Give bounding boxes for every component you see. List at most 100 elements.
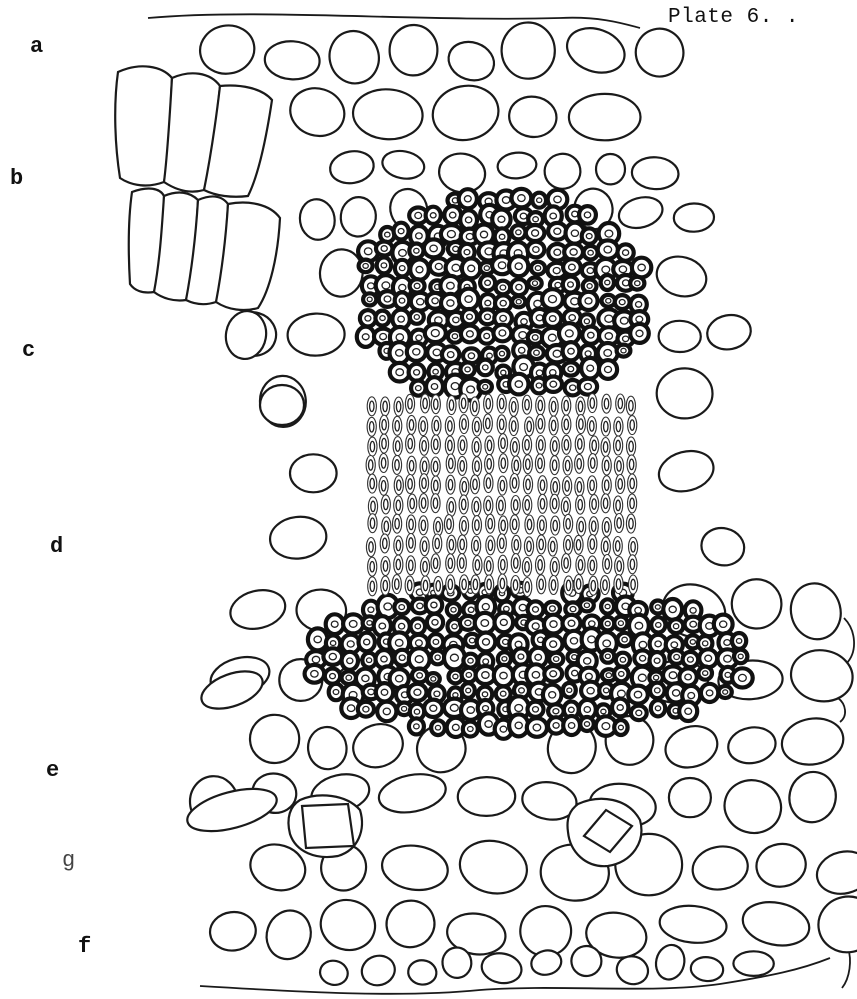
parenchyma-cell [433, 639, 439, 644]
label-d: d [50, 534, 63, 559]
parenchyma-cell [553, 350, 561, 357]
parenchyma-cell [468, 727, 474, 732]
parenchyma-cell [638, 674, 646, 681]
parenchyma-cell [330, 641, 335, 646]
parenchyma-cell [724, 640, 731, 646]
parenchyma-cell [464, 250, 470, 255]
parenchyma-cell [778, 713, 847, 769]
parenchyma-cell [618, 621, 623, 626]
parenchyma-cell [602, 723, 610, 730]
parenchyma-cell [339, 195, 378, 238]
parenchyma-cell [482, 672, 489, 679]
parenchyma-cell [226, 585, 289, 635]
parenchyma-cell [487, 353, 493, 358]
parenchyma-cell [433, 349, 440, 356]
parenchyma-cell [618, 479, 622, 489]
parenchyma-cell [519, 604, 526, 610]
parenchyma-cell [540, 520, 544, 530]
parenchyma-cell [553, 562, 557, 572]
parenchyma-cell [500, 619, 507, 625]
label-a: a [30, 34, 43, 59]
parenchyma-cell [414, 283, 420, 288]
parenchyma-cell [619, 672, 624, 677]
parenchyma-cell [631, 542, 635, 552]
parenchyma-cell [399, 605, 405, 610]
parenchyma-cell [449, 458, 453, 468]
parenchyma-cell [533, 707, 539, 712]
parenchyma-cell [409, 560, 413, 570]
parenchyma-cell [468, 353, 474, 359]
parenchyma-cell [603, 498, 607, 508]
parenchyma-cell [435, 538, 439, 548]
parenchyma-cell [605, 230, 613, 237]
parenchyma-cell [465, 367, 470, 372]
parenchyma-cell [380, 316, 385, 321]
parenchyma-cell [527, 519, 531, 529]
parenchyma-cell [554, 196, 561, 203]
parenchyma-cell [516, 230, 521, 235]
parenchyma-cell [520, 213, 527, 219]
parenchyma-cell [605, 480, 609, 490]
parenchyma-cell [414, 724, 420, 729]
parenchyma-cell [738, 654, 743, 659]
parenchyma-cell [462, 419, 466, 429]
label-b: b [10, 166, 23, 191]
parenchyma-cell [414, 370, 420, 375]
parenchyma-cell [584, 603, 589, 608]
parenchyma-cell [540, 499, 544, 509]
parenchyma-cell [473, 401, 477, 411]
parenchyma-cell [526, 479, 530, 489]
parenchyma-cell [564, 400, 568, 410]
parenchyma-cell [658, 321, 701, 353]
parenchyma-cell [629, 441, 633, 451]
parenchyma-cell [383, 538, 387, 548]
parenchyma-cell [578, 560, 582, 570]
parenchyma-cell [519, 332, 527, 339]
parenchyma-cell [569, 94, 641, 141]
parenchyma-cell [474, 501, 478, 511]
parenchyma-cell [630, 498, 634, 508]
parenchyma-cell [635, 281, 640, 286]
parenchyma-cell [532, 335, 538, 340]
parenchyma-cell [407, 959, 438, 986]
parenchyma-cell [674, 655, 680, 660]
parenchyma-cell [380, 148, 426, 182]
parenchyma-cell [496, 151, 537, 180]
parenchyma-cell [408, 399, 412, 409]
parenchyma-cell [590, 539, 594, 549]
parenchyma-cell [569, 264, 576, 270]
parenchyma-cell [396, 500, 400, 510]
parenchyma-cell [539, 539, 543, 549]
parenchyma-cell [448, 440, 452, 450]
parenchyma-cell [616, 579, 620, 589]
parenchyma-cell [590, 398, 594, 408]
parenchyma-cell [487, 561, 491, 571]
parenchyma-cell [616, 440, 620, 450]
parenchyma-cell [618, 690, 626, 697]
parenchyma-cell [408, 580, 412, 590]
parenchyma-cell [370, 562, 374, 572]
parenchyma-cell [434, 399, 438, 409]
parenchyma-cell [383, 708, 390, 715]
parenchyma-cell [415, 656, 423, 663]
parenchyma-cell [450, 704, 458, 711]
parenchyma-cell [568, 366, 574, 371]
parenchyma-cell [604, 350, 612, 357]
parenchyma-cell [669, 606, 676, 612]
parenchyma-cell [415, 212, 422, 218]
parenchyma-cell [639, 641, 647, 648]
parenchyma-cell [525, 440, 529, 450]
parenchyma-cell [500, 672, 507, 679]
parenchyma-cell [475, 461, 479, 471]
parenchyma-cell [453, 674, 458, 679]
parenchyma-cell [416, 640, 423, 646]
parenchyma-cell [466, 234, 473, 240]
parenchyma-cell [462, 499, 466, 509]
parenchyma-cell [636, 330, 643, 336]
parenchyma-cell [539, 579, 543, 589]
parenchyma-cell [487, 579, 491, 589]
parenchyma-cell [431, 330, 439, 337]
parenchyma-cell [566, 540, 570, 550]
parenchyma-cell [584, 384, 591, 390]
parenchyma-cell [661, 720, 723, 773]
